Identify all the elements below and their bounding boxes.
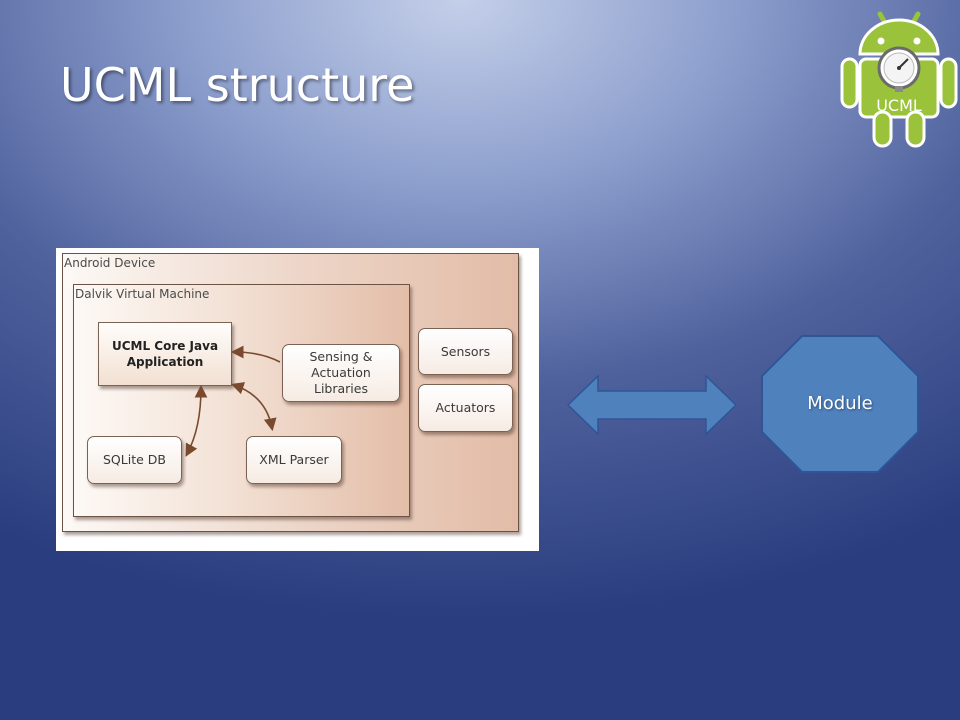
android-device-label: Android Device: [64, 256, 156, 270]
node-sensors: Sensors: [418, 328, 513, 375]
node-sqlite: SQLite DB: [87, 436, 182, 484]
node-core-app: UCML Core Java Application: [98, 322, 232, 386]
android-robot-with-gauge-icon: UCML: [840, 11, 958, 148]
logo-text: UCML: [876, 96, 922, 115]
architecture-diagram: Android Device Dalvik Virtual Machine UC…: [56, 248, 539, 551]
node-actuators: Actuators: [418, 384, 513, 432]
node-xml-parser: XML Parser: [246, 436, 342, 484]
bidirectional-arrow: [566, 374, 738, 436]
node-sensing-libs: Sensing & Actuation Libraries: [282, 344, 400, 402]
slide-title: UCML structure: [60, 58, 415, 112]
module-label: Module: [807, 393, 873, 414]
module-octagon: [761, 335, 919, 473]
dalvik-vm-label: Dalvik Virtual Machine: [75, 287, 210, 301]
